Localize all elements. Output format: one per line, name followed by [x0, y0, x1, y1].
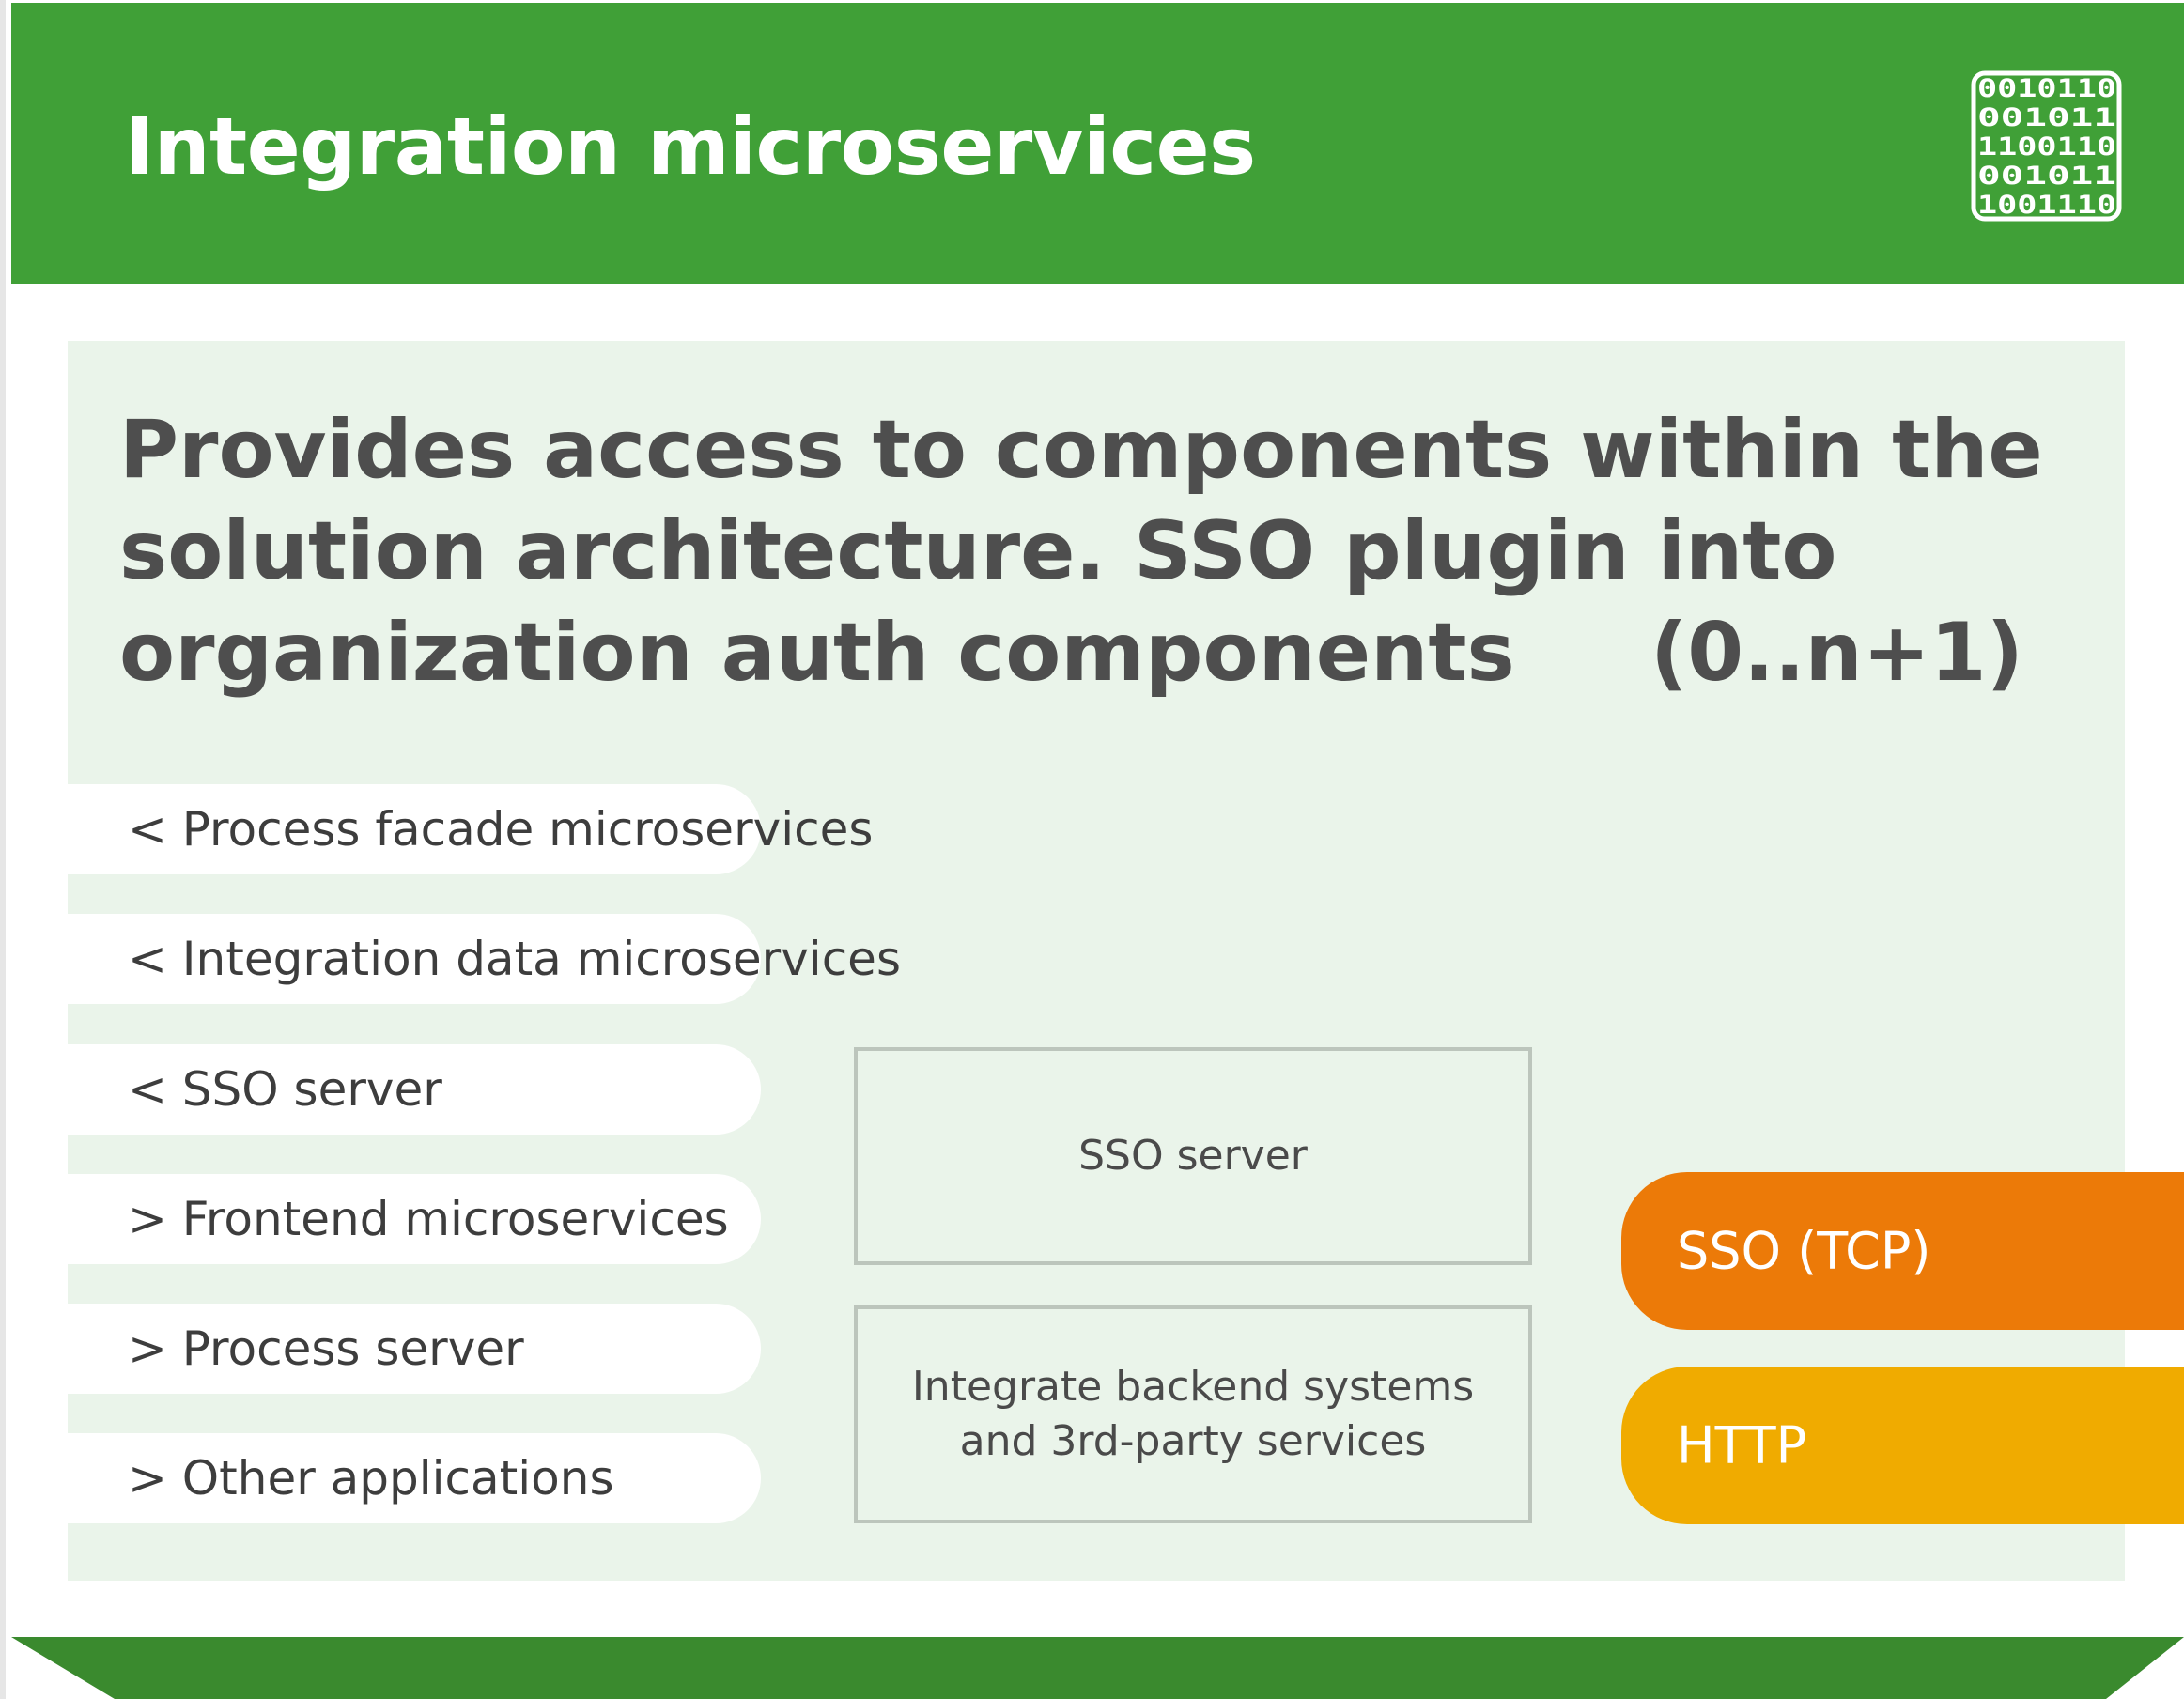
protocol-sso-tcp: SSO (TCP)	[1621, 1172, 2184, 1330]
connection-other-apps: > Other applications	[68, 1433, 761, 1523]
headline-line-1: Provides access to components within the	[119, 403, 2043, 497]
description-headline: Provides access to components within the…	[119, 399, 2043, 703]
protocol-label: SSO (TCP)	[1677, 1221, 1931, 1281]
svg-text:001011: 001011	[1977, 103, 2116, 132]
connection-process-facade: < Process facade microservices	[68, 784, 873, 874]
headline-line-2: solution architecture. SSO plugin into	[119, 504, 1837, 598]
connection-label: < Integration data microservices	[128, 932, 901, 986]
component-backend-integration: Integrate backend systems and 3rd-party …	[854, 1305, 1532, 1523]
multiplicity: (0..n+1)	[1650, 606, 2023, 700]
svg-text:1001110: 1001110	[1977, 191, 2116, 220]
headline-line-3: organization auth components	[119, 606, 1515, 700]
connection-label: > Other applications	[128, 1451, 614, 1506]
component-label: Integrate backend systems and 3rd-party …	[911, 1363, 1475, 1465]
connection-label: > Frontend microservices	[128, 1192, 729, 1246]
component-label: SSO server	[1078, 1132, 1308, 1180]
svg-text:0010110: 0010110	[1977, 74, 2116, 103]
svg-text:1100110: 1100110	[1977, 132, 2116, 162]
connection-label: < Process facade microservices	[128, 802, 874, 857]
connection-process-server: > Process server	[68, 1304, 761, 1394]
connection-sso-server: < SSO server	[68, 1044, 761, 1135]
connection-integration-data: < Integration data microservices	[68, 914, 901, 1004]
header-bar: Integration microservices 0010110 001011…	[11, 3, 2184, 284]
footer-bar	[11, 1637, 2184, 1699]
component-sso-server: SSO server	[854, 1047, 1532, 1265]
connection-frontend: > Frontend microservices	[68, 1174, 761, 1264]
diagram-title: Integration microservices	[125, 100, 1256, 193]
connection-label: > Process server	[128, 1321, 524, 1376]
connection-label: < SSO server	[128, 1062, 442, 1117]
protocol-label: HTTP	[1677, 1415, 1807, 1475]
binary-data-icon: 0010110 001011 1100110 001011 1001110	[1971, 70, 2122, 222]
protocol-http: HTTP	[1621, 1367, 2184, 1524]
svg-text:001011: 001011	[1977, 162, 2116, 191]
